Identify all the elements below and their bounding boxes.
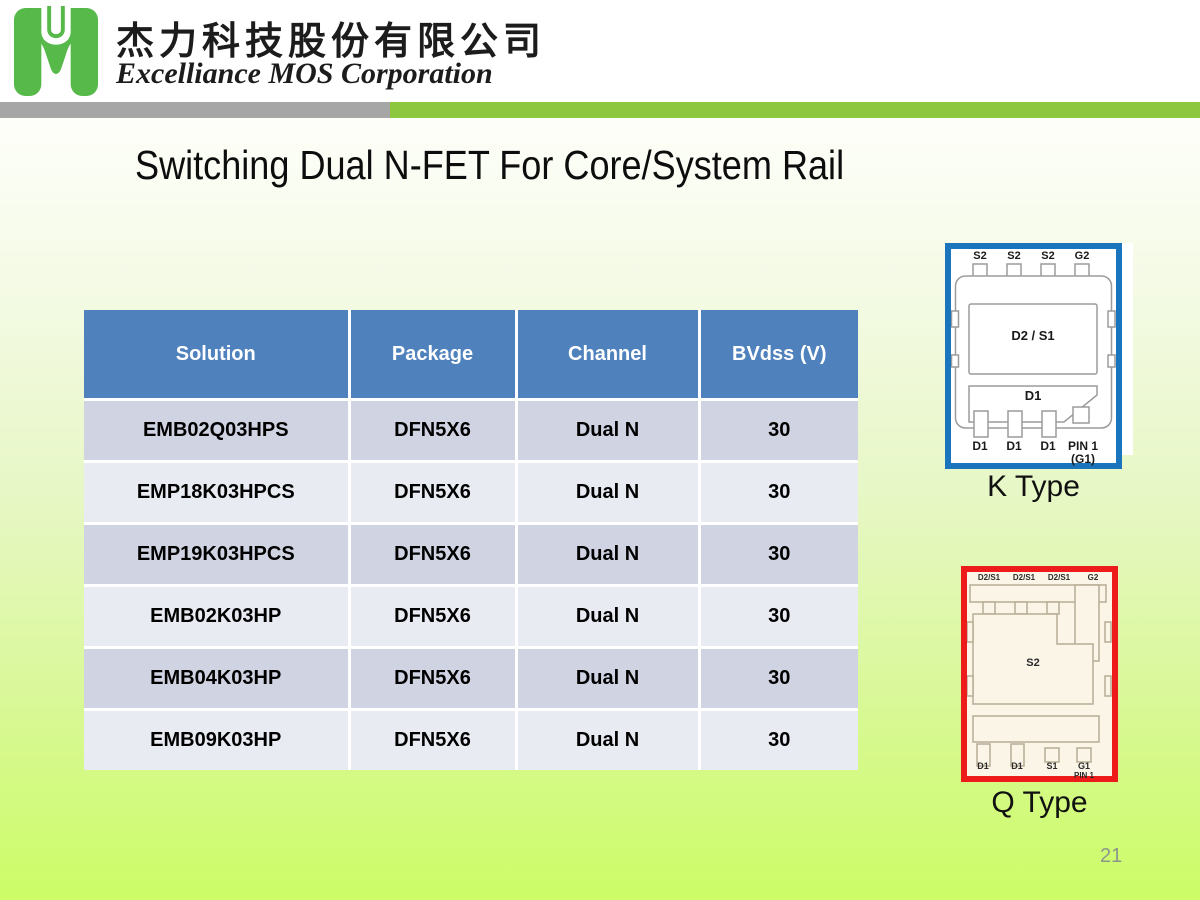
table-row: EMB02Q03HPS DFN5X6 Dual N 30 <box>84 398 858 463</box>
column-header-bvdss: BVdss (V) <box>697 310 858 401</box>
q-type-diagram: D2/S1 D2/S1 D2/S1 G2 S2 D1 D1 S1 G1 PIN … <box>961 566 1118 782</box>
k-pin-label: G2 <box>1074 250 1090 262</box>
k-pin-label: D1 <box>1006 439 1022 453</box>
q-pin1-label: PIN 1 <box>1073 771 1094 780</box>
table-row: EMB09K03HP DFN5X6 Dual N 30 <box>84 708 858 770</box>
k-type-figure: S2 S2 S2 G2 D2 / S1 D1 D1 D1 D1 PIN 1 (G… <box>945 243 1135 469</box>
company-logo-icon <box>13 6 99 96</box>
q-pin-label: D1 <box>977 761 989 771</box>
k-type-diagram: S2 S2 S2 G2 D2 / S1 D1 D1 D1 D1 PIN 1 (G… <box>945 243 1122 469</box>
page-number: 21 <box>1100 845 1123 867</box>
table-cell: DFN5X6 <box>347 646 518 711</box>
table-cell: Dual N <box>514 398 701 463</box>
table-cell: DFN5X6 <box>347 584 518 649</box>
table-cell: EMP18K03HPCS <box>84 460 351 525</box>
k-pin-label: S2 <box>1007 250 1021 262</box>
table-row: EMP19K03HPCS DFN5X6 Dual N 30 <box>84 522 858 587</box>
k-pin-label: S2 <box>1041 250 1055 262</box>
table-cell: EMB09K03HP <box>84 708 351 770</box>
column-header-solution: Solution <box>84 310 351 401</box>
k-pin1-label: PIN 1 <box>1067 439 1098 453</box>
table-header-row: Solution Package Channel BVdss (V) <box>84 310 858 401</box>
q-package-outline-drawing <box>967 584 1112 767</box>
q-pin-label: G1 <box>1077 761 1090 771</box>
table-cell: Dual N <box>514 522 701 587</box>
table-cell: 30 <box>697 522 858 587</box>
k-type-image-margin <box>1122 243 1133 455</box>
table-cell: Dual N <box>514 584 701 649</box>
table-row: EMB04K03HP DFN5X6 Dual N 30 <box>84 646 858 711</box>
table-cell: Dual N <box>514 460 701 525</box>
k-pin1-sublabel: (G1) <box>1071 452 1095 466</box>
table-cell: 30 <box>697 398 858 463</box>
q-pin-label: D1 <box>1011 761 1023 771</box>
product-table: Solution Package Channel BVdss (V) EMB02… <box>84 310 858 770</box>
q-type-caption: Q Type <box>991 786 1088 819</box>
k-center-pad-label: D2 / S1 <box>1011 328 1055 343</box>
table-cell: DFN5X6 <box>347 460 518 525</box>
table-cell: DFN5X6 <box>347 398 518 463</box>
table-cell: DFN5X6 <box>347 708 518 770</box>
table-cell: 30 <box>697 708 858 770</box>
k-pin-label: D1 <box>972 439 988 453</box>
accent-bar-green <box>390 102 1200 118</box>
table-cell: EMB02Q03HPS <box>84 398 351 463</box>
table-cell: Dual N <box>514 646 701 711</box>
table-cell: 30 <box>697 584 858 649</box>
q-pin-label: S1 <box>1046 761 1058 771</box>
table-cell: EMP19K03HPCS <box>84 522 351 587</box>
table-cell: Dual N <box>514 708 701 770</box>
q-center-pad-label: S2 <box>1026 657 1040 669</box>
k-type-caption: K Type <box>987 470 1080 503</box>
q-pin-label: D2/S1 <box>1012 573 1036 582</box>
accent-bar-gray <box>0 102 390 118</box>
column-header-package: Package <box>347 310 518 401</box>
column-header-channel: Channel <box>514 310 701 401</box>
company-name-english: Excelliance MOS Corporation <box>116 57 493 90</box>
k-pin-label: D1 <box>1040 439 1056 453</box>
q-type-figure: D2/S1 D2/S1 D2/S1 G2 S2 D1 D1 S1 G1 PIN … <box>961 566 1118 782</box>
q-pin-label: D2/S1 <box>1047 573 1071 582</box>
table-row: EMB02K03HP DFN5X6 Dual N 30 <box>84 584 858 649</box>
table-row: EMP18K03HPCS DFN5X6 Dual N 30 <box>84 460 858 525</box>
table-cell: DFN5X6 <box>347 522 518 587</box>
table-cell: EMB02K03HP <box>84 584 351 649</box>
k-package-outline-drawing <box>951 263 1116 438</box>
q-pin-label: G2 <box>1087 573 1099 582</box>
header-banner: 杰力科技股份有限公司 Excelliance MOS Corporation <box>0 0 1200 102</box>
company-name-chinese: 杰力科技股份有限公司 <box>116 18 547 63</box>
q-pin-label: D2/S1 <box>977 573 1001 582</box>
k-lower-pad-label: D1 <box>1024 388 1042 403</box>
k-pin-label: S2 <box>973 250 987 262</box>
table-cell: 30 <box>697 460 858 525</box>
table-cell: 30 <box>697 646 858 711</box>
table-cell: EMB04K03HP <box>84 646 351 711</box>
slide-title: Switching Dual N-FET For Core/System Rai… <box>135 142 845 188</box>
